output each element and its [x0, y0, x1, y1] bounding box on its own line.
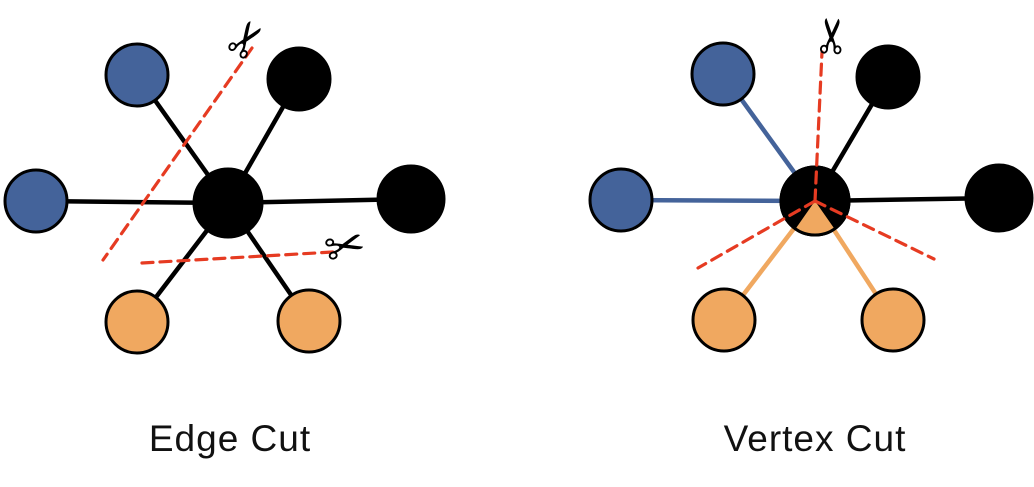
center-node-outline: [779, 165, 851, 237]
vertex-cut-label: Vertex Cut: [723, 418, 907, 459]
cut-line: [140, 250, 335, 265]
cut-line: [813, 199, 936, 261]
graph-node: [588, 167, 654, 233]
graph-node: [691, 287, 757, 353]
graph-node: [104, 289, 170, 355]
graph-node: [3, 168, 69, 234]
cut-line: [813, 50, 824, 203]
center-node: [192, 167, 264, 239]
graph-node: [860, 287, 926, 353]
graph-node: [855, 44, 921, 110]
cut-line: [101, 46, 254, 262]
graph-node: [690, 41, 756, 107]
scissors-icon: ✂: [318, 215, 371, 280]
graph-node: [376, 164, 446, 234]
center-node-wedge: [795, 201, 835, 235]
panel-edge-cut: ✂✂: [3, 8, 446, 355]
graph-node: [276, 288, 342, 354]
cut-line: [696, 199, 817, 270]
scissors-icon: ✂: [804, 14, 862, 57]
graph-node: [266, 46, 332, 112]
panel-vertex-cut: ✂: [588, 14, 1034, 353]
graph-node: [964, 163, 1034, 233]
graph-node: [104, 42, 170, 108]
edge-cut-label: Edge Cut: [148, 418, 312, 459]
